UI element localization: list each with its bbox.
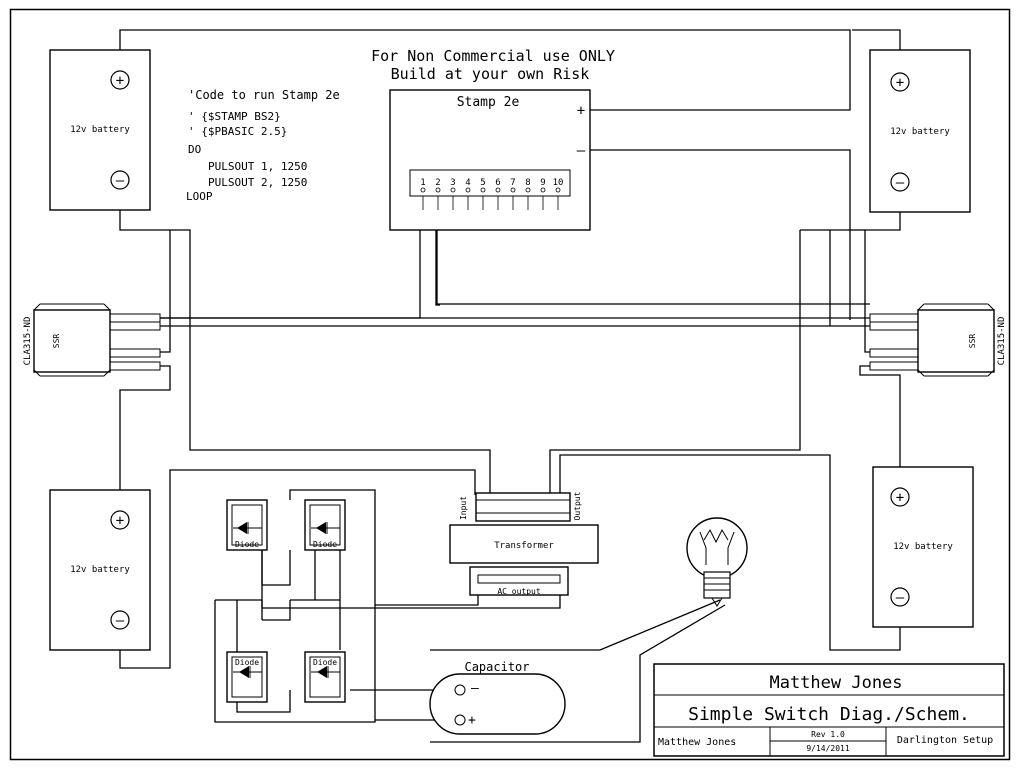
ssr-part-number: CLA315-ND — [23, 317, 33, 366]
code-pulse-2: PULSOUT 2, 1250 — [208, 176, 307, 189]
notice-line1: For Non Commercial use ONLY — [371, 47, 615, 65]
battery-label: 12v battery — [893, 542, 953, 552]
battery-minus: – — [116, 613, 125, 629]
title-block-drawn-by: Matthew Jones — [658, 737, 736, 748]
battery-label: 12v battery — [70, 125, 130, 135]
code-directive-2: ' {$PBASIC 2.5} — [188, 125, 287, 138]
notice-line2: Build at your own Risk — [391, 65, 590, 83]
title-block: Matthew Jones Simple Switch Diag./Schem.… — [653, 663, 1005, 757]
transformer-title: Transformer — [494, 541, 554, 551]
code-listing: 'Code to run Stamp 2e ' {$STAMP BS2} ' {… — [186, 88, 340, 203]
title-block-author: Matthew Jones — [769, 673, 902, 693]
battery-top-left: + – 12v battery — [49, 49, 151, 211]
stamp-title: Stamp 2e — [457, 95, 520, 110]
stamp-pin-10: 10 — [553, 178, 564, 188]
transformer-input-label: Input — [459, 496, 468, 520]
ssr-left: SSR CLA315-ND — [23, 303, 161, 377]
ssr-right: SSR CLA315-ND — [869, 303, 1007, 377]
stamp-pin-6: 6 — [495, 178, 500, 188]
title-block-project: Darlington Setup — [897, 735, 993, 746]
battery-bottom-left: + – 12v battery — [49, 489, 151, 651]
stamp-pin-8: 8 — [525, 178, 530, 188]
stamp-pin-dot — [450, 187, 456, 193]
stamp-pin-3: 3 — [450, 178, 455, 188]
diode-label: Diode — [313, 540, 337, 549]
ssr-label: SSR — [968, 334, 977, 349]
code-pulse-1: PULSOUT 1, 1250 — [208, 160, 307, 173]
stamp-pin-9: 9 — [540, 178, 545, 188]
battery-bottom-right: + – 12v battery — [872, 466, 974, 628]
stamp-pin-1: 1 — [420, 178, 425, 188]
capacitor-plus: + — [468, 713, 476, 728]
title-block-date: 9/14/2011 — [806, 744, 850, 753]
battery-label: 12v battery — [70, 565, 130, 575]
code-directive-1: ' {$STAMP BS2} — [188, 110, 281, 123]
stamp-pin-dot — [435, 187, 441, 193]
stamp-pin-dot — [465, 187, 471, 193]
stamp-pin-4: 4 — [465, 178, 470, 188]
code-comment: 'Code to run Stamp 2e — [188, 88, 340, 102]
light-bulb-icon — [686, 517, 748, 607]
stamp-pin-dot — [525, 187, 531, 193]
wiring — [119, 29, 901, 743]
diode-label: Diode — [235, 540, 259, 549]
stamp-minus: – — [577, 143, 586, 159]
sheet-border — [9, 8, 1011, 761]
diode-label: Diode — [235, 658, 259, 667]
stamp-plus: + — [577, 103, 585, 119]
stamp-pin-dot — [480, 187, 486, 193]
battery-plus: + — [896, 490, 904, 506]
diode-label: Diode — [313, 658, 337, 667]
battery-top-right: + – 12v battery — [869, 49, 971, 213]
battery-minus: – — [116, 173, 125, 189]
ac-output-label: AC output — [497, 587, 541, 596]
transformer: Transformer Input Output AC output — [449, 491, 599, 596]
stamp-pin-2: 2 — [435, 178, 440, 188]
diode-bridge: Diode Diode Diode Diode — [226, 499, 346, 703]
transformer-output-label: Output — [573, 491, 582, 520]
battery-plus: + — [116, 513, 124, 529]
capacitor: – + Capacitor — [429, 660, 566, 735]
stamp-pin-dot — [510, 187, 516, 193]
title-block-rev: Rev 1.0 — [811, 730, 845, 739]
battery-label: 12v battery — [890, 127, 950, 137]
stamp-pin-dot — [540, 187, 546, 193]
code-do: DO — [188, 143, 201, 156]
stamp-pin-5: 5 — [480, 178, 485, 188]
ssr-label: SSR — [52, 334, 61, 349]
stamp-pin-7: 7 — [510, 178, 515, 188]
battery-plus: + — [896, 75, 904, 91]
stamp-pin-dot — [495, 187, 501, 193]
stamp-pin-dot — [420, 187, 426, 193]
capacitor-label: Capacitor — [464, 660, 529, 674]
stamp-pin-dot — [555, 187, 561, 193]
battery-plus: + — [116, 73, 124, 89]
code-loop: LOOP — [186, 190, 213, 203]
battery-minus: – — [896, 175, 905, 191]
capacitor-minus: – — [471, 681, 479, 696]
ssr-part-number: CLA315-ND — [997, 317, 1007, 366]
title-block-title: Simple Switch Diag./Schem. — [688, 704, 970, 725]
battery-minus: – — [896, 590, 905, 606]
